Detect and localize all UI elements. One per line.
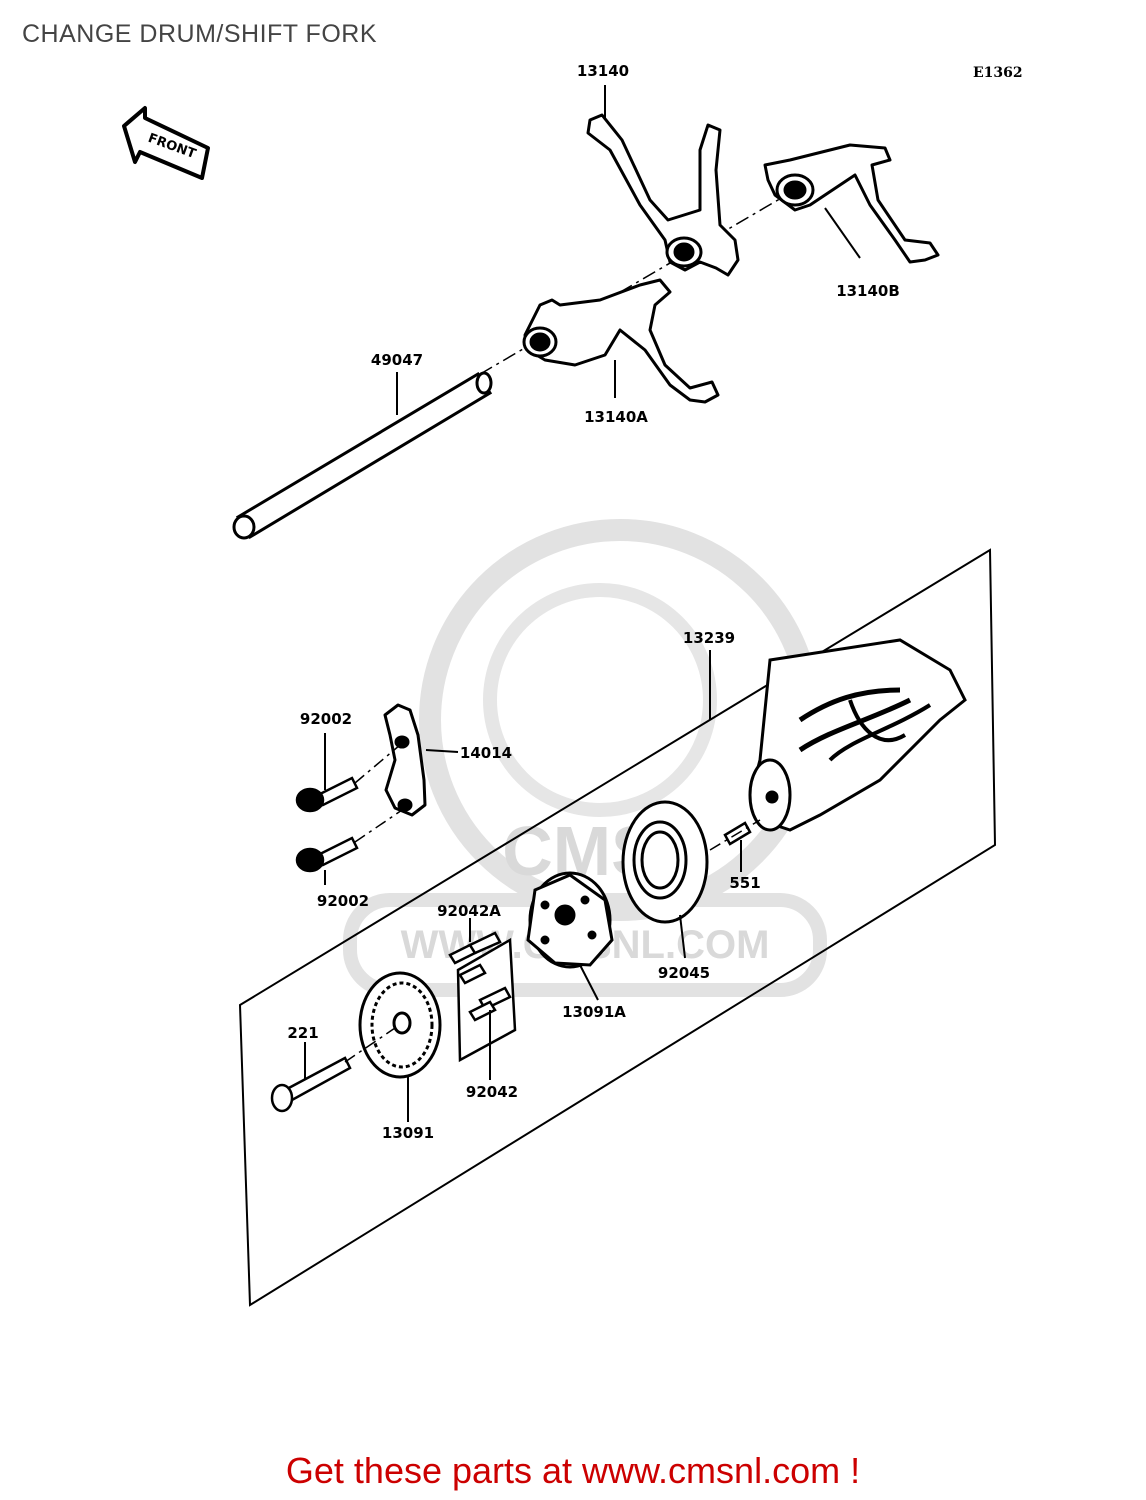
cam-plate-13091 xyxy=(358,971,442,1079)
label-92045: 92045 xyxy=(658,964,710,982)
part-labels: 13140 13140B 13140A 49047 13239 92002 14… xyxy=(287,62,899,1142)
label-92002-bottom: 92002 xyxy=(317,892,369,910)
change-drum-13239 xyxy=(748,638,967,832)
assembly-lines xyxy=(344,744,761,1063)
watermark-face xyxy=(483,583,717,817)
shift-rod-49047 xyxy=(232,371,493,540)
diagram-code: E1362 xyxy=(973,65,1023,81)
label-551: 551 xyxy=(729,874,760,892)
assembly-boundary-box xyxy=(238,548,997,1307)
leader-lines xyxy=(304,85,861,1122)
stopper-14014 xyxy=(383,703,427,817)
fork-axis-line xyxy=(469,189,796,381)
pins-92042 xyxy=(448,931,517,1063)
label-92002-top: 92002 xyxy=(300,710,352,728)
label-92042: 92042 xyxy=(466,1083,518,1101)
label-13239: 13239 xyxy=(683,629,735,647)
shift-fork-13140 xyxy=(586,113,740,277)
label-221: 221 xyxy=(287,1024,318,1042)
label-13091A: 13091A xyxy=(562,1003,626,1021)
label-92042A: 92042A xyxy=(437,902,501,920)
bearing-92045 xyxy=(621,800,709,924)
label-13091: 13091 xyxy=(382,1124,434,1142)
bolt-92002-top xyxy=(295,776,359,813)
bolt-92002-bottom xyxy=(295,836,359,873)
label-14014: 14014 xyxy=(460,744,512,762)
label-13140A: 13140A xyxy=(584,408,648,426)
page-title: CHANGE DRUM/SHIFT FORK xyxy=(22,20,377,48)
label-13140B: 13140B xyxy=(836,282,900,300)
footer-link[interactable]: Get these parts at www.cmsnl.com ! xyxy=(285,1450,861,1491)
pin-holder-13091A xyxy=(526,871,614,969)
label-13140: 13140 xyxy=(577,62,629,80)
shift-fork-13140A xyxy=(522,278,720,404)
shift-fork-13140B xyxy=(763,143,940,264)
screw-221 xyxy=(270,1056,352,1113)
label-49047: 49047 xyxy=(371,351,423,369)
front-arrow-icon: FRONT xyxy=(122,106,210,180)
